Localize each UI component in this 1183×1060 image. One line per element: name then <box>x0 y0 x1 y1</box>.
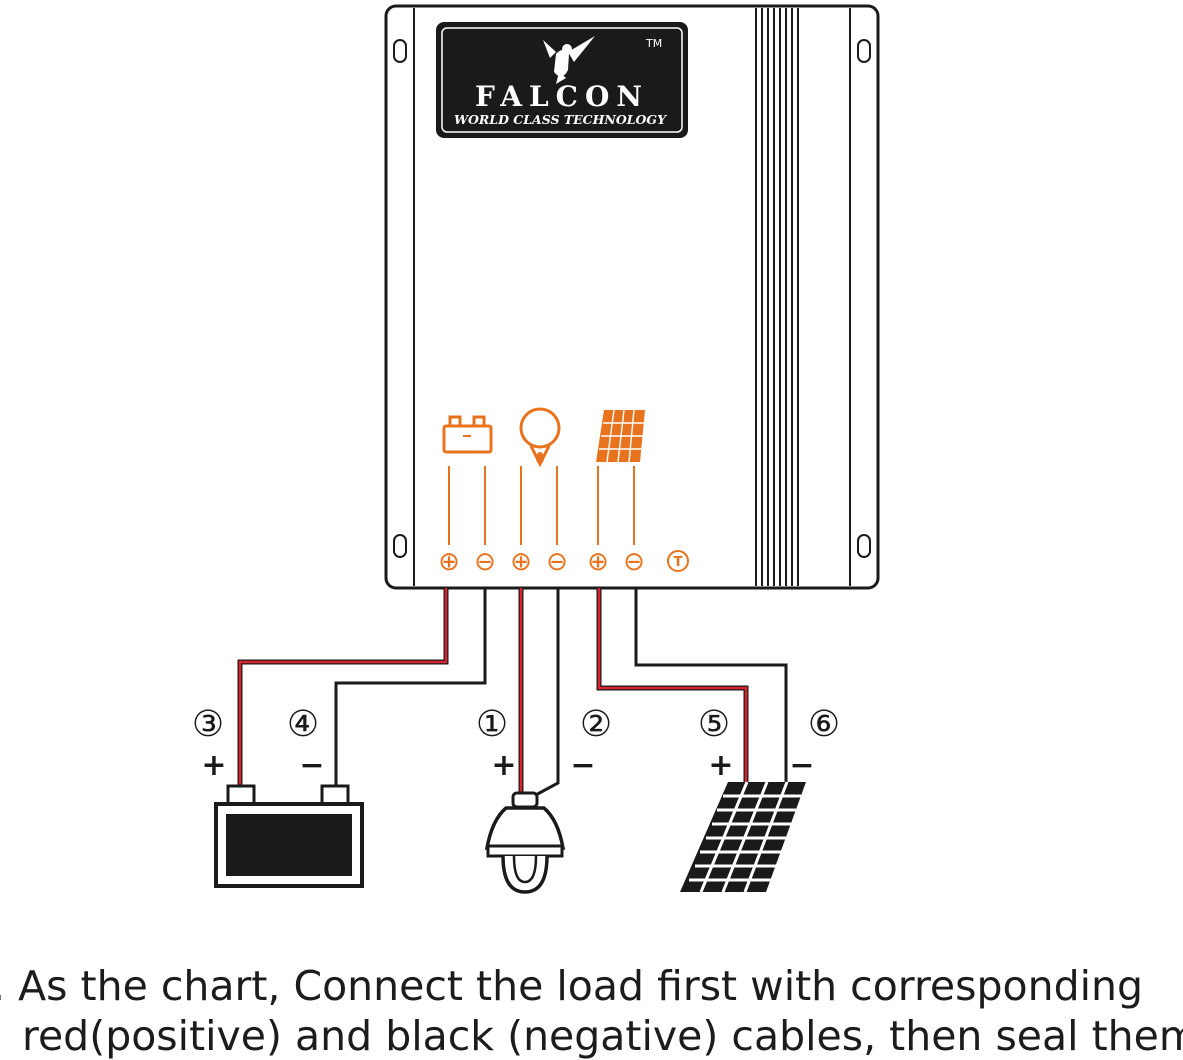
wire-labels: ③ + ④ − ① + ② − ⑤ + ⑥ − <box>192 704 840 783</box>
wire-number-3: ③ <box>192 704 224 745</box>
terminal-temperature: T <box>674 555 683 570</box>
solar-negative-cable <box>634 588 788 785</box>
caption-line-1: . As the chart, Connect the load first w… <box>0 962 1144 1010</box>
wire-number-1: ① <box>476 704 508 745</box>
car-battery-icon <box>214 784 364 888</box>
brand-trademark: TM <box>645 37 662 50</box>
battery-negative-cable <box>334 588 487 790</box>
battery-positive-cable <box>237 588 449 790</box>
terminal-solar-negative: ⊖ <box>623 547 645 577</box>
solar-panel-icon <box>596 409 645 463</box>
cables <box>237 588 788 799</box>
wire-polarity-5: + <box>708 748 733 783</box>
wire-polarity-4: − <box>299 748 324 783</box>
terminal-solar-positive: ⊕ <box>587 547 609 577</box>
solar-panel-module-icon <box>680 781 806 893</box>
controller-housing <box>384 4 880 590</box>
mounting-holes <box>393 39 871 558</box>
terminal-strip: ⊕ ⊖ ⊕ ⊖ ⊕ ⊖ T <box>438 547 689 577</box>
wire-number-4: ④ <box>287 704 319 745</box>
brand-name: FALCON <box>475 80 649 113</box>
falcon-bird-icon <box>543 36 595 84</box>
wire-number-2: ② <box>580 704 612 745</box>
bulb-icon <box>519 407 561 468</box>
terminal-leader-lines <box>448 466 635 545</box>
heatsink-fins <box>755 8 799 586</box>
wire-polarity-3: + <box>201 748 226 783</box>
wire-polarity-1: + <box>491 748 516 783</box>
terminal-battery-positive: ⊕ <box>438 547 460 577</box>
terminal-battery-negative: ⊖ <box>474 547 496 577</box>
wire-number-5: ⑤ <box>698 704 730 745</box>
wire-number-6: ⑥ <box>808 704 840 745</box>
wire-polarity-6: − <box>789 748 814 783</box>
wire-polarity-2: − <box>570 748 595 783</box>
terminal-load-negative: ⊖ <box>546 547 568 577</box>
battery-icon <box>442 415 493 454</box>
lamp-icon <box>484 791 566 894</box>
load-negative-cable <box>531 588 560 799</box>
brand-tagline: WORLD CLASS TECHNOLOGY <box>454 112 667 127</box>
caption-line-2: red(positive) and black (negative) cable… <box>22 1012 1183 1060</box>
brand-logo: TM FALCON WORLD CLASS TECHNOLOGY <box>436 22 688 138</box>
terminal-load-positive: ⊕ <box>510 547 532 577</box>
